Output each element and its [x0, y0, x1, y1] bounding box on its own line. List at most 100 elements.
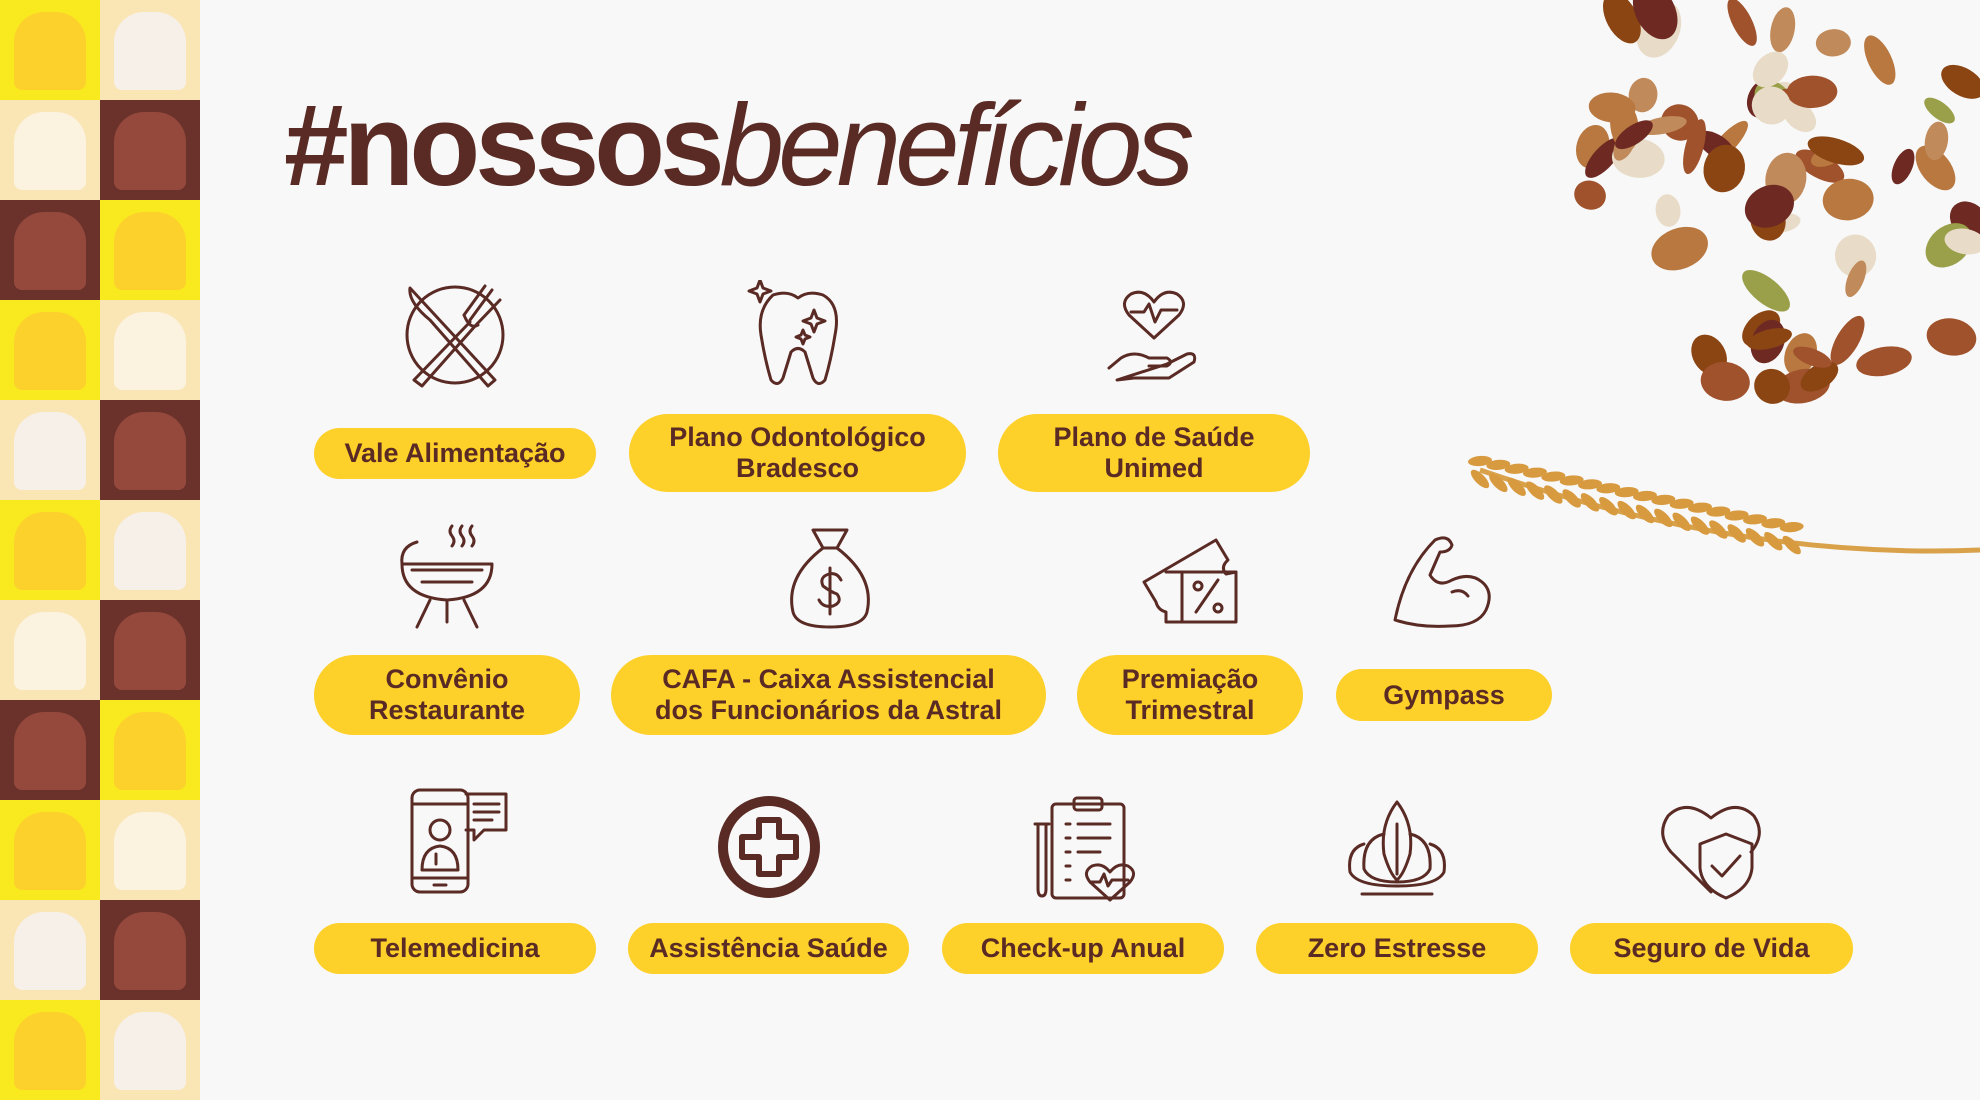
nut	[1742, 269, 1790, 312]
nut	[1632, 0, 1678, 40]
nut	[1864, 35, 1896, 85]
benefit-gympass: Gympass	[1336, 669, 1552, 721]
nut	[1944, 228, 1980, 255]
pattern-tile	[100, 900, 200, 1000]
wheat-grain	[1470, 469, 1490, 489]
wheat-grain	[1523, 467, 1547, 478]
benefit-premiacao: Premiação Trimestral	[1077, 655, 1303, 735]
wheat-grain	[1635, 504, 1655, 524]
nut	[1924, 97, 1955, 124]
pattern-tile	[100, 300, 200, 400]
benefit-plano-odontologico: Plano Odontológico Bradesco	[629, 414, 966, 492]
nut	[1856, 346, 1912, 377]
decorative-food-pattern	[0, 0, 200, 1100]
nut	[1700, 361, 1750, 401]
nut	[1683, 119, 1706, 175]
wheat-grain	[1727, 524, 1746, 543]
pattern-tile	[100, 200, 200, 300]
pattern-tile	[100, 100, 200, 200]
phone-doctor-icon	[404, 786, 514, 896]
benefit-checkup-anual: Check-up Anual	[942, 923, 1224, 974]
nut	[1822, 178, 1874, 221]
pattern-tile	[0, 400, 100, 500]
nut	[1651, 226, 1708, 271]
nut	[1703, 144, 1746, 193]
nut	[1800, 361, 1839, 392]
nut	[1786, 75, 1838, 109]
wheat-grain	[1504, 463, 1529, 474]
wheat-grain	[1743, 514, 1767, 525]
wheat-grain	[1599, 497, 1618, 516]
wheat-grain	[1745, 528, 1765, 547]
pattern-tile	[100, 0, 200, 100]
wheat-grain	[1782, 535, 1801, 555]
nut	[1747, 328, 1792, 350]
wheat-grain	[1690, 516, 1710, 535]
nut	[1830, 315, 1865, 365]
benefit-seguro-vida: Seguro de Vida	[1570, 923, 1853, 974]
benefit-cafa: CAFA - Caixa Assistencial dos Funcionári…	[611, 655, 1046, 735]
benefit-convenio-restaurante: Convênio Restaurante	[314, 655, 580, 735]
money-bag-icon	[775, 522, 885, 632]
pattern-tile	[0, 800, 100, 900]
wheat-grain	[1764, 532, 1783, 551]
nut	[1588, 92, 1636, 123]
pattern-tile	[0, 0, 100, 100]
wheat-grain	[1688, 502, 1712, 513]
pattern-tile	[100, 400, 200, 500]
wheat-grain	[1580, 493, 1600, 512]
wheat-grain	[1562, 489, 1581, 508]
nut	[1727, 0, 1757, 46]
wheat-grain	[1614, 487, 1639, 498]
pattern-tile	[0, 600, 100, 700]
wheat-grain	[1669, 498, 1694, 509]
benefit-assistencia-saude: Assistência Saúde	[628, 923, 909, 974]
wheat-grain	[1672, 512, 1691, 531]
nut	[1845, 260, 1867, 298]
pattern-tile	[0, 300, 100, 400]
benefit-telemedicina: Telemedicina	[314, 923, 596, 974]
muscle-arm-icon	[1390, 530, 1500, 640]
lotus-icon	[1342, 794, 1452, 904]
pattern-tile	[100, 1000, 200, 1100]
tooth-icon	[743, 278, 853, 390]
nut	[1585, 137, 1623, 178]
nut	[1770, 7, 1796, 53]
heart-hand-icon	[1099, 280, 1209, 390]
nut	[1793, 346, 1832, 368]
medical-cross-icon	[714, 792, 824, 902]
plate-cutlery-icon	[400, 280, 510, 390]
wheat-grain	[1761, 518, 1786, 529]
nut	[1754, 368, 1790, 404]
pattern-tile	[0, 900, 100, 1000]
wheat-grain	[1617, 500, 1636, 520]
nut	[1815, 29, 1851, 57]
wheat-grain	[1654, 508, 1673, 528]
benefit-vale-alimentacao: Vale Alimentação	[314, 428, 596, 479]
nut	[1891, 148, 1915, 185]
pattern-tile	[0, 100, 100, 200]
nut	[1807, 136, 1865, 166]
page-title: #nossosbenefícios	[284, 78, 1194, 212]
nut	[1574, 180, 1606, 210]
clipboard-heart-icon	[1030, 794, 1140, 904]
nut	[1924, 121, 1949, 161]
wheat-grain	[1489, 473, 1508, 493]
nut	[1615, 120, 1653, 150]
nuts-and-wheat-decoration	[1468, 0, 1980, 555]
nut	[1751, 86, 1791, 125]
nut	[1915, 145, 1956, 191]
wheat-grain	[1633, 490, 1657, 502]
pattern-tile	[100, 500, 200, 600]
wheat-grain	[1544, 485, 1563, 504]
grill-icon	[392, 522, 502, 632]
nut	[1602, 0, 1641, 44]
wheat-grain	[1486, 459, 1511, 470]
pattern-tile	[0, 500, 100, 600]
pattern-tile	[0, 1000, 100, 1100]
benefit-zero-estresse: Zero Estresse	[1256, 923, 1538, 974]
pattern-tile	[100, 700, 200, 800]
wheat-grain	[1779, 522, 1804, 533]
wheat-grain	[1525, 481, 1545, 500]
nut	[1744, 184, 1794, 228]
